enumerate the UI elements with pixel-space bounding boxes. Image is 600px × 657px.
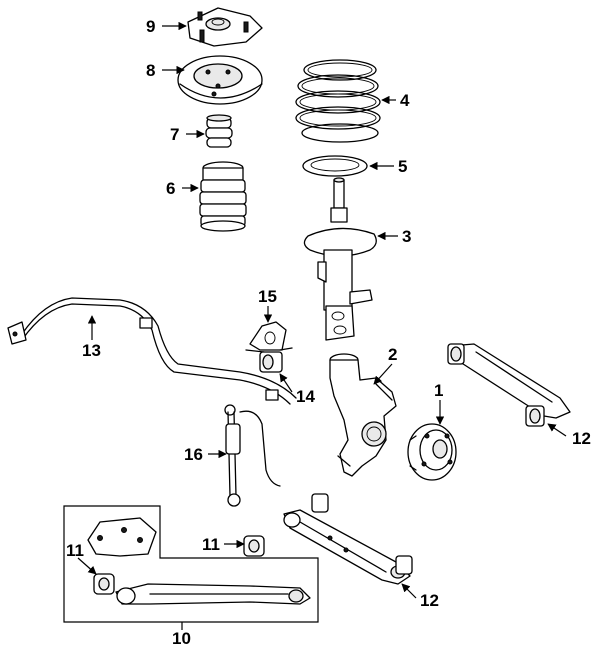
steering-knuckle-part[interactable] <box>329 353 397 477</box>
strut-part[interactable] <box>303 177 377 341</box>
spring-insulator-part[interactable] <box>302 155 368 177</box>
callout-10[interactable]: 10 <box>172 629 191 648</box>
lateral-link-lower-part[interactable] <box>283 493 413 585</box>
stabilizer-bushing-part[interactable] <box>259 351 283 373</box>
callout-5[interactable]: 5 <box>398 157 407 176</box>
callout-12-lower[interactable]: 12 <box>420 591 439 610</box>
coil-spring-part[interactable] <box>295 59 381 143</box>
callout-7[interactable]: 7 <box>170 125 179 144</box>
callout-14[interactable]: 14 <box>296 387 315 406</box>
dust-boot-part[interactable] <box>199 161 247 232</box>
trailing-arm-assembly[interactable] <box>63 505 319 623</box>
strut-mount-part[interactable] <box>187 7 263 47</box>
callout-12-upper[interactable]: 12 <box>572 429 591 448</box>
callout-11-box[interactable]: 11 <box>66 541 84 560</box>
leader-lines <box>77 21 567 630</box>
stabilizer-bar-part[interactable] <box>7 297 297 405</box>
hub-bearing-part[interactable] <box>407 423 457 481</box>
callout-3[interactable]: 3 <box>402 227 411 246</box>
spring-seat-part[interactable] <box>177 55 263 105</box>
callout-labels: 9 8 7 6 4 5 3 2 1 12 12 13 14 15 16 11 1… <box>66 17 591 648</box>
bushing-part-middle[interactable] <box>243 535 265 557</box>
callout-9[interactable]: 9 <box>146 17 155 36</box>
callout-15[interactable]: 15 <box>258 287 277 306</box>
callout-2[interactable]: 2 <box>388 345 397 364</box>
callout-8[interactable]: 8 <box>146 61 155 80</box>
callout-16[interactable]: 16 <box>184 445 203 464</box>
callout-13[interactable]: 13 <box>82 341 101 360</box>
callout-6[interactable]: 6 <box>166 179 175 198</box>
stabilizer-bracket-part[interactable] <box>245 321 293 353</box>
lateral-link-upper-part[interactable] <box>447 343 571 427</box>
jounce-bumper-part[interactable] <box>205 114 233 148</box>
callout-11-middle[interactable]: 11 <box>202 535 220 554</box>
stabilizer-link-part[interactable] <box>224 404 281 507</box>
callout-1[interactable]: 1 <box>434 381 443 400</box>
callout-4[interactable]: 4 <box>400 91 410 110</box>
